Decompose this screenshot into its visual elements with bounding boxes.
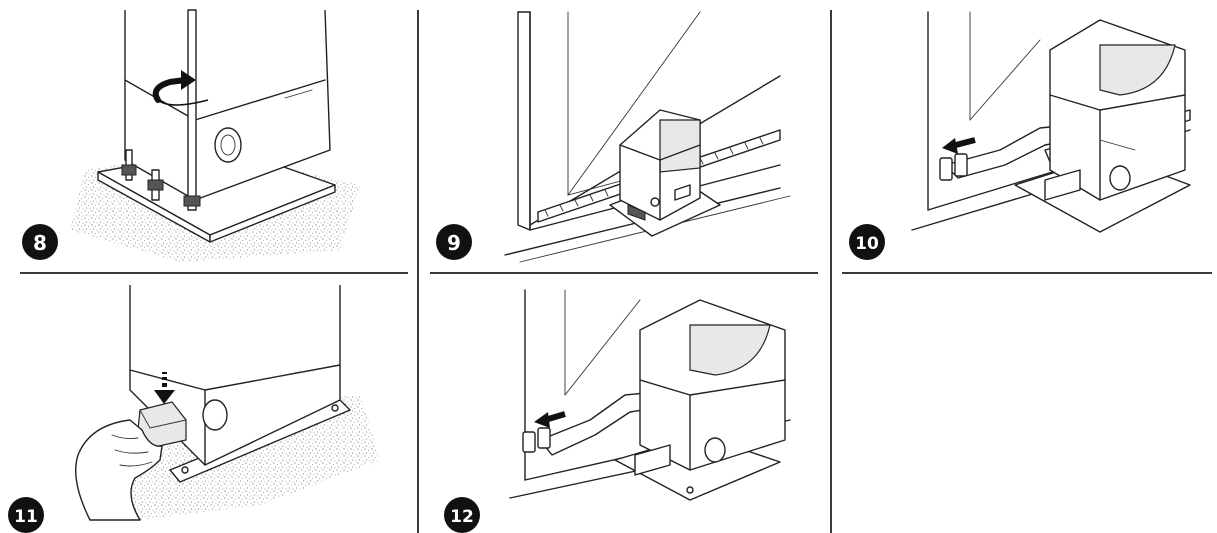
step-badge: 10 [849, 224, 885, 260]
panel-step-12: 12 [444, 289, 791, 533]
motor-unit-illustration [1014, 19, 1191, 233]
step-number: 12 [450, 507, 474, 527]
panel-step-10: 10 [849, 11, 1191, 260]
push-arrow-icon [942, 137, 976, 154]
step-number: 10 [855, 234, 879, 254]
panel-step-9: 9 [436, 11, 791, 263]
panel-step-8: 8 [22, 9, 360, 262]
step-badge: 8 [22, 224, 58, 260]
step-badge: 12 [444, 497, 480, 533]
release-lever-illustration [939, 124, 1073, 181]
step-badge: 11 [8, 497, 44, 533]
motor-unit-illustration [609, 109, 721, 237]
panel-step-11: 11 [8, 285, 380, 533]
step-number: 8 [33, 231, 47, 255]
hand-illustration [75, 419, 163, 521]
threaded-rods-illustration [121, 9, 201, 211]
push-arrow-icon [534, 411, 566, 428]
motor-unit-illustration [614, 299, 786, 501]
step-number: 9 [447, 231, 461, 255]
step-badge: 9 [436, 224, 472, 260]
down-arrow-icon [154, 372, 175, 404]
rotate-arrow-icon [152, 70, 209, 106]
step-number: 11 [14, 507, 38, 527]
